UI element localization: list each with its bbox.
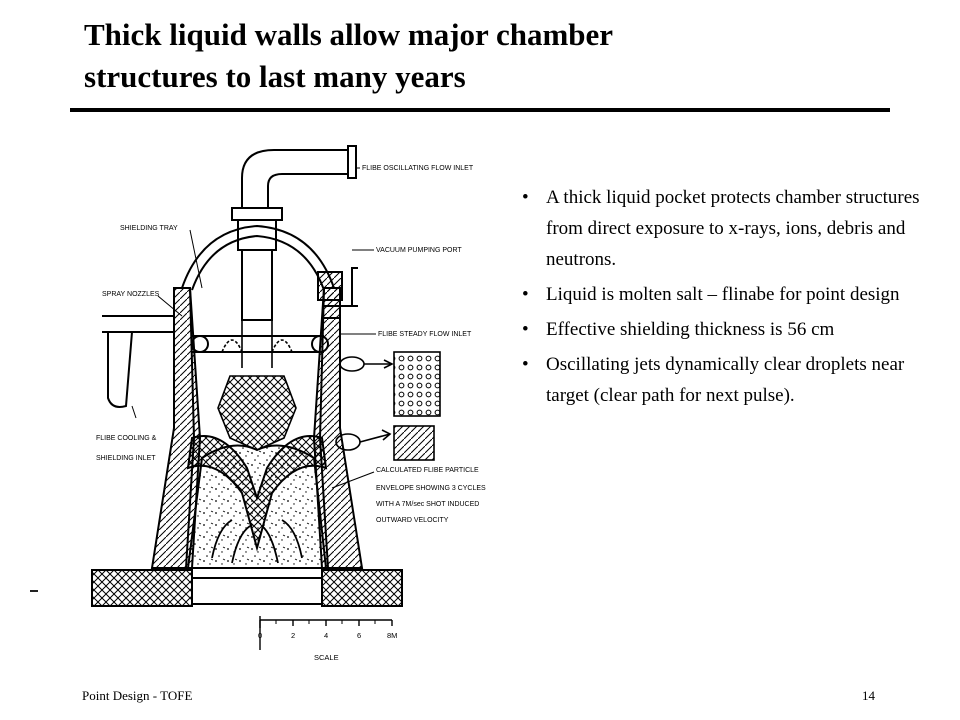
liquid-pocket <box>186 435 328 569</box>
bullet-text: Liquid is molten salt – flinabe for poin… <box>546 284 900 305</box>
scale-bar <box>259 616 393 650</box>
label-vacuum-port: VACUUM PUMPING PORT <box>376 247 462 254</box>
label-cooling-inlet-2: SHIELDING INLET <box>96 455 156 462</box>
bullet-item: • Liquid is molten salt – flinabe for poi… <box>522 279 932 310</box>
label-oscillating-inlet: FLIBE OSCILLATING FLOW INLET <box>362 165 474 172</box>
scale-tick: 8M <box>387 631 397 640</box>
title-underline <box>70 108 890 112</box>
label-spray-nozzles: SPRAY NOZZLES <box>102 291 160 298</box>
stray-mark <box>30 590 38 592</box>
label-particle-4: OUTWARD VELOCITY <box>376 517 449 524</box>
slide-title: Thick liquid walls allow major chamber s… <box>84 14 904 98</box>
page-number: 14 <box>862 688 875 703</box>
title-line-2: structures to last many years <box>84 59 466 94</box>
title-line-1: Thick liquid walls allow major chamber <box>84 17 614 52</box>
scale-tick: 4 <box>324 631 328 640</box>
bullet-text: Oscillating jets dynamically clear dropl… <box>546 354 905 406</box>
chamber-base <box>91 569 403 607</box>
scale-tick: 0 <box>258 631 262 640</box>
footer-title: Point Design - TOFE <box>82 688 193 703</box>
liquid-jets <box>217 320 297 451</box>
detail-insets <box>335 351 441 461</box>
leader-lines <box>131 167 376 489</box>
vacuum-port <box>317 271 343 301</box>
bullet-list: • A thick liquid pocket protects chamber … <box>522 182 932 415</box>
bullet-marker: • <box>522 319 529 340</box>
bullet-text: A thick liquid pocket protects chamber s… <box>546 187 920 270</box>
label-steady-inlet: FLIBE STEADY FLOW INLET <box>378 331 472 338</box>
label-cooling-inlet-1: FLIBE COOLING & <box>96 435 157 442</box>
bullet-item: • A thick liquid pocket protects chamber … <box>522 182 932 275</box>
scale-label: SCALE <box>314 653 339 662</box>
label-shielding-tray: SHIELDING TRAY <box>120 225 178 232</box>
chamber-diagram: FLIBE OSCILLATING FLOW INLET SHIELDING T… <box>91 145 486 662</box>
bullet-marker: • <box>522 354 529 375</box>
scale-tick: 6 <box>357 631 361 640</box>
central-column <box>231 207 283 321</box>
label-particle-3: WITH A 7M/sec SHOT INDUCED <box>376 501 479 508</box>
label-particle-1: CALCULATED FLIBE PARTICLE <box>376 467 479 474</box>
bullet-marker: • <box>522 187 529 208</box>
spray-nozzle-pipes <box>102 267 358 408</box>
chamber-dome <box>181 224 335 291</box>
scale-tick: 2 <box>291 631 295 640</box>
bullet-item: • Oscillating jets dynamically clear drop… <box>522 349 932 411</box>
scale-ticks: 0 2 4 6 8M SCALE <box>258 631 397 662</box>
label-particle-2: ENVELOPE SHOWING 3 CYCLES <box>376 485 486 492</box>
bullet-item: • Effective shielding thickness is 56 cm <box>522 314 932 345</box>
bullet-marker: • <box>522 284 529 305</box>
bullet-text: Effective shielding thickness is 56 cm <box>546 319 835 340</box>
bottom-jet-streaks <box>211 519 303 564</box>
oscillating-inlet-pipe <box>241 145 357 208</box>
